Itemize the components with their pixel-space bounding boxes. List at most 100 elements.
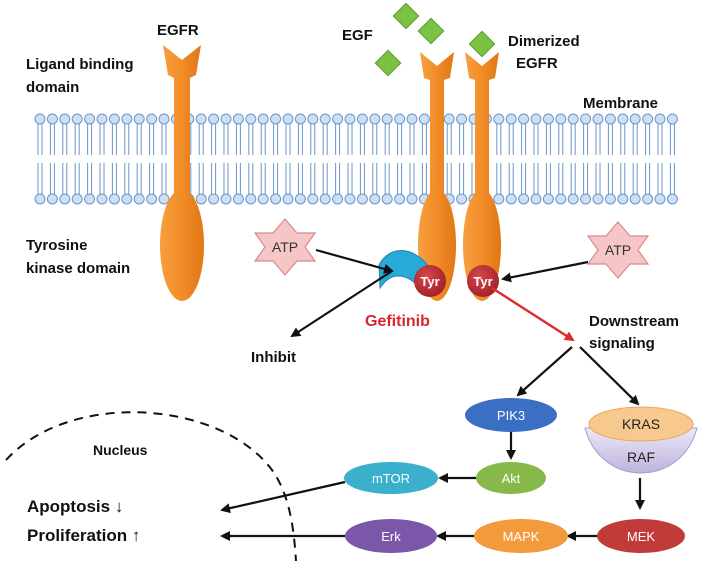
- svg-text:Erk: Erk: [381, 529, 401, 544]
- cell-membrane: [34, 113, 678, 205]
- lipid-head: [642, 193, 654, 205]
- label-apoptosis: Apoptosis ↓: [27, 497, 123, 516]
- lipid-head: [59, 193, 71, 205]
- lipid-head: [34, 193, 46, 205]
- label-membrane: Membrane: [583, 95, 658, 112]
- tyr-right-circle: [467, 265, 499, 297]
- label-signaling: signaling: [589, 335, 655, 352]
- tyr-left-label: Tyr: [420, 274, 439, 289]
- lipid-head: [406, 113, 418, 125]
- atp-right-star: [586, 221, 650, 279]
- svg-text:mTOR: mTOR: [372, 471, 410, 486]
- lipid-head: [381, 113, 393, 125]
- node-kras: KRAS: [588, 406, 694, 442]
- lipid-head: [270, 113, 282, 125]
- label-dimerized-egfr: EGFR: [516, 55, 558, 72]
- lipid-head: [133, 113, 145, 125]
- lipid-head: [108, 113, 120, 125]
- lipid-head: [592, 113, 604, 125]
- lipid-head: [580, 113, 592, 125]
- label-ligand-binding: Ligand binding: [26, 56, 133, 73]
- lipid-head: [493, 193, 505, 205]
- lipid-head: [121, 193, 133, 205]
- lipid-head: [294, 193, 306, 205]
- lipid-head: [604, 193, 616, 205]
- egf-ligand: [392, 2, 420, 30]
- lipid-head: [319, 193, 331, 205]
- label-downstream: Downstream: [589, 313, 679, 330]
- node-mek: MEK: [597, 519, 685, 553]
- lipid-head: [232, 193, 244, 205]
- arrow-mtor-to-apoptosis: [220, 480, 346, 514]
- lipid-head: [604, 113, 616, 125]
- lipid-head: [158, 113, 170, 125]
- lipid-head: [530, 113, 542, 125]
- lipid-head: [629, 113, 641, 125]
- lipid-head: [406, 193, 418, 205]
- lipid-head: [208, 193, 220, 205]
- svg-text:KRAS: KRAS: [622, 416, 660, 432]
- lipid-head: [642, 113, 654, 125]
- lipid-head: [34, 113, 46, 125]
- egf-ligand: [374, 49, 402, 77]
- lipid-head: [344, 193, 356, 205]
- lipid-head: [654, 113, 666, 125]
- lipid-head: [96, 193, 108, 205]
- label-dimerized: Dimerized: [508, 33, 580, 50]
- lipid-head: [245, 193, 257, 205]
- tyr-left-circle: [414, 265, 446, 297]
- arrow-atp-right-to-tyr: [501, 260, 589, 283]
- lipid-head: [282, 113, 294, 125]
- tyr-right-label: Tyr: [473, 274, 492, 289]
- lipid-head: [542, 193, 554, 205]
- arrow-inhibit: [290, 270, 393, 338]
- lipid-head: [282, 193, 294, 205]
- lipid-head: [257, 113, 269, 125]
- label-proliferation: Proliferation ↑: [27, 526, 140, 545]
- lipid-head: [567, 113, 579, 125]
- svg-text:MAPK: MAPK: [503, 529, 540, 544]
- lipid-head: [59, 113, 71, 125]
- lipid-head: [46, 193, 58, 205]
- lipid-head: [505, 113, 517, 125]
- nucleus-boundary: [5, 411, 297, 561]
- lipid-head: [356, 193, 368, 205]
- node-pik3: PIK3: [465, 398, 557, 432]
- lipid-head: [46, 113, 58, 125]
- node-akt: Akt: [476, 462, 546, 494]
- atp-left-star: [253, 218, 317, 276]
- label-kinase-domain: kinase domain: [26, 260, 130, 277]
- lipid-head: [530, 193, 542, 205]
- lipid-head: [456, 113, 468, 125]
- lipid-head: [443, 113, 455, 125]
- lipid-head: [121, 113, 133, 125]
- arrow-to-kras: [579, 346, 640, 406]
- lipid-head: [629, 193, 641, 205]
- svg-text:MEK: MEK: [627, 529, 656, 544]
- label-egfr: EGFR: [157, 22, 199, 39]
- svg-text:RAF: RAF: [627, 449, 655, 465]
- node-mapk: MAPK: [474, 519, 568, 553]
- lipid-head: [617, 193, 629, 205]
- lipid-head: [208, 113, 220, 125]
- lipid-head: [505, 193, 517, 205]
- lipid-head: [418, 113, 430, 125]
- lipid-head: [580, 193, 592, 205]
- lipid-head: [493, 113, 505, 125]
- egf-ligand: [468, 30, 496, 58]
- label-egf: EGF: [342, 27, 373, 44]
- lipid-head: [307, 193, 319, 205]
- lipid-head: [567, 193, 579, 205]
- lipid-head: [245, 113, 257, 125]
- lipid-head: [666, 113, 678, 125]
- label-nucleus: Nucleus: [93, 442, 148, 458]
- lipid-head: [332, 193, 344, 205]
- lipid-head: [195, 113, 207, 125]
- svg-text:Akt: Akt: [502, 471, 521, 486]
- dimerized-egfr-right: [463, 52, 501, 301]
- egf-ligand: [417, 17, 445, 45]
- lipid-head: [84, 113, 96, 125]
- lipid-head: [108, 193, 120, 205]
- lipid-head: [146, 113, 158, 125]
- lipid-head: [394, 113, 406, 125]
